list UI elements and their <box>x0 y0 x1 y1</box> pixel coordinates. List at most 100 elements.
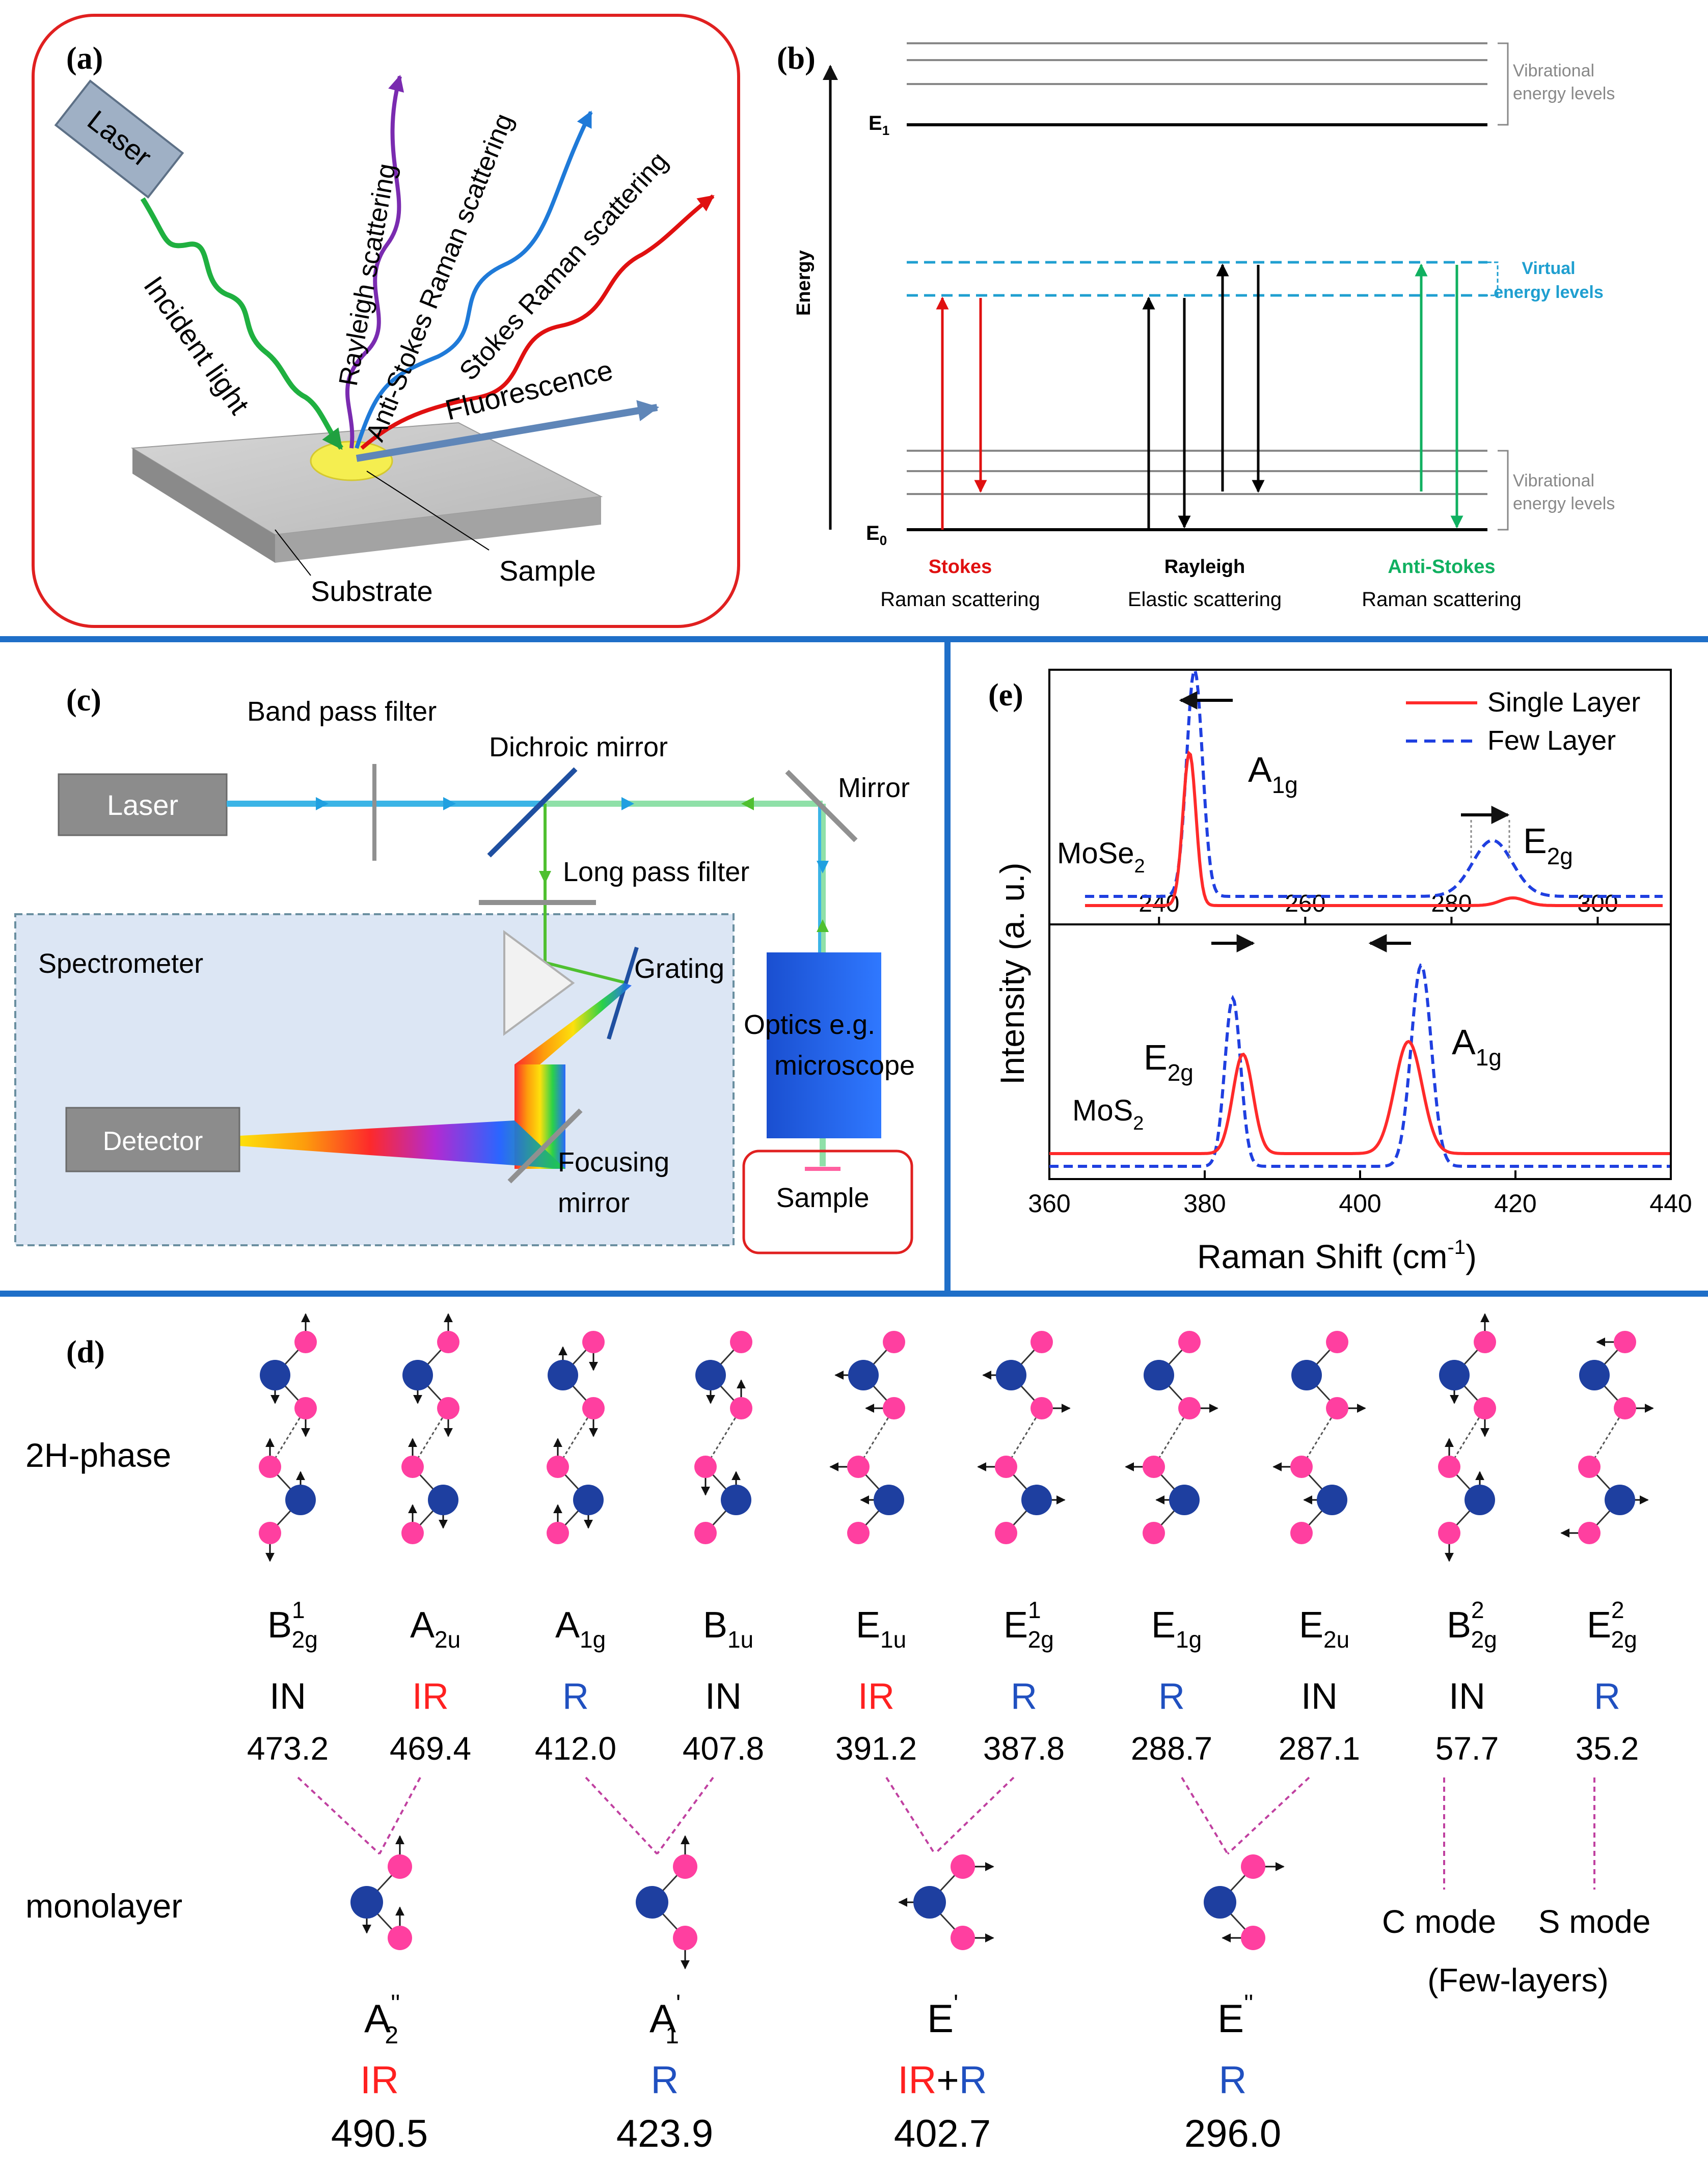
s-atom <box>388 1854 412 1879</box>
anti-stokes-subtitle: Raman scattering <box>1362 588 1521 611</box>
phase-label: 2H-phase <box>25 1436 171 1474</box>
rayleigh-beam <box>345 74 404 449</box>
s-atom <box>547 1456 569 1478</box>
mode-connector <box>656 1776 714 1855</box>
a1g-label-top: A1g <box>1248 750 1298 798</box>
mo-atom <box>1439 1360 1470 1390</box>
mirror <box>785 770 858 842</box>
mo-atom <box>1204 1886 1236 1919</box>
mo-atom <box>874 1485 904 1515</box>
s-atom <box>259 1456 281 1478</box>
mode-frequency: 287.1 <box>1279 1730 1360 1767</box>
fluorescence-beam <box>356 400 660 462</box>
mode-structure <box>259 1313 317 1562</box>
mo-atom <box>1169 1485 1200 1515</box>
focusing-mirror <box>507 1108 583 1184</box>
beam-arrow-1 <box>316 797 329 810</box>
interlayer-bond <box>857 1408 895 1467</box>
panel-c: (c) Spectrometer Laser Band pass filter … <box>14 683 915 1254</box>
mos2-single-curve <box>1049 1040 1670 1155</box>
s-atom <box>582 1331 605 1353</box>
mode-activity: R <box>1011 1676 1037 1717</box>
mode-connector <box>1227 1776 1310 1855</box>
dichroic-mirror <box>487 767 578 858</box>
mo-atom <box>548 1360 578 1390</box>
mode-activity: IR <box>858 1676 894 1717</box>
mode-activity: IN <box>1301 1676 1338 1717</box>
legend-few-label: Few Layer <box>1487 725 1616 756</box>
mo-atom <box>573 1485 604 1515</box>
s-atom <box>401 1456 424 1478</box>
mono-mode-symbol: E' <box>927 1990 958 2041</box>
vib-top-label-2: energy levels <box>1513 84 1615 103</box>
s-atom <box>1438 1456 1460 1478</box>
few-layers-label: (Few-layers) <box>1427 1962 1609 1999</box>
mono-mode-symbol: E'' <box>1217 1990 1253 2041</box>
mono-mode-symbol: A'1 <box>649 1990 681 2049</box>
s-atom <box>259 1522 281 1544</box>
interlayer-bond <box>704 1408 742 1467</box>
s-atom <box>1614 1397 1636 1419</box>
monolayer-label: monolayer <box>25 1887 182 1925</box>
substrate-pointer <box>275 529 311 576</box>
panel-a: (a) Laser Incident light Rayleigh scatte… <box>32 14 740 628</box>
energy-axis-label: Energy <box>793 250 815 316</box>
mode-connector <box>585 1776 658 1855</box>
s-atom <box>1326 1331 1348 1353</box>
mono-mode-activity: R <box>1219 2059 1247 2102</box>
s-atom <box>1143 1456 1165 1478</box>
anti-stokes-beam <box>355 111 593 449</box>
mos2-label: MoS2 <box>1072 1094 1144 1134</box>
c-mode-label: C mode <box>1382 1903 1496 1940</box>
x-axis-label: Raman Shift (cm-1) <box>1197 1236 1477 1275</box>
mo-atom <box>848 1360 879 1390</box>
vib-top-bracket <box>1498 42 1509 126</box>
panel-d-label: (d) <box>66 1335 105 1370</box>
laser-box-c <box>58 773 228 836</box>
spectrometer-label: Spectrometer <box>38 948 203 979</box>
s-atom <box>1474 1397 1496 1419</box>
mo-atom <box>1465 1485 1495 1515</box>
e0-label: E0 <box>866 522 887 548</box>
s-atom <box>1474 1331 1496 1353</box>
s-atom <box>1031 1331 1053 1353</box>
mono-structure <box>636 1835 697 1969</box>
stokes-subtitle: Raman scattering <box>880 588 1040 611</box>
s-atom <box>547 1522 569 1544</box>
mono-mode-activity: R <box>651 2059 679 2102</box>
mode-structure <box>401 1313 459 1544</box>
s-atom <box>730 1397 752 1419</box>
mo-atom <box>1317 1485 1347 1515</box>
mode-frequency: 407.8 <box>683 1730 764 1767</box>
mode-activity: IN <box>269 1676 306 1717</box>
virtual-bracket <box>1487 261 1499 296</box>
mode-frequency: 473.2 <box>247 1730 329 1767</box>
mode-symbol: E2u <box>1299 1605 1349 1653</box>
mose2-label: MoSe2 <box>1057 837 1145 877</box>
interlayer-bond <box>412 1408 449 1467</box>
mode-activity: IN <box>705 1676 742 1717</box>
mode-structure <box>547 1331 605 1544</box>
sample-label: Sample <box>499 555 596 587</box>
mode-connectors <box>297 1776 1595 1890</box>
mode-activity: IN <box>1449 1676 1485 1717</box>
mo-atom <box>1291 1360 1322 1390</box>
mode-frequency: 57.7 <box>1435 1730 1499 1767</box>
mode-connector <box>297 1776 381 1855</box>
mo-atom <box>350 1886 383 1919</box>
sample-label-c: Sample <box>776 1183 869 1213</box>
interlayer-bond <box>269 1408 307 1467</box>
s-atom <box>388 1926 412 1950</box>
vib-bot-label-1: Vibrational <box>1513 471 1594 490</box>
s-atom <box>1578 1522 1601 1544</box>
s-atom <box>951 1854 975 1879</box>
spectrometer-box <box>14 913 735 1246</box>
mono-mode-frequency: 402.7 <box>894 2112 991 2155</box>
s-atom <box>1178 1331 1201 1353</box>
s-atom <box>673 1926 697 1950</box>
s-atom <box>995 1522 1017 1544</box>
mo-atom <box>996 1360 1026 1390</box>
mo-atom <box>1144 1360 1174 1390</box>
